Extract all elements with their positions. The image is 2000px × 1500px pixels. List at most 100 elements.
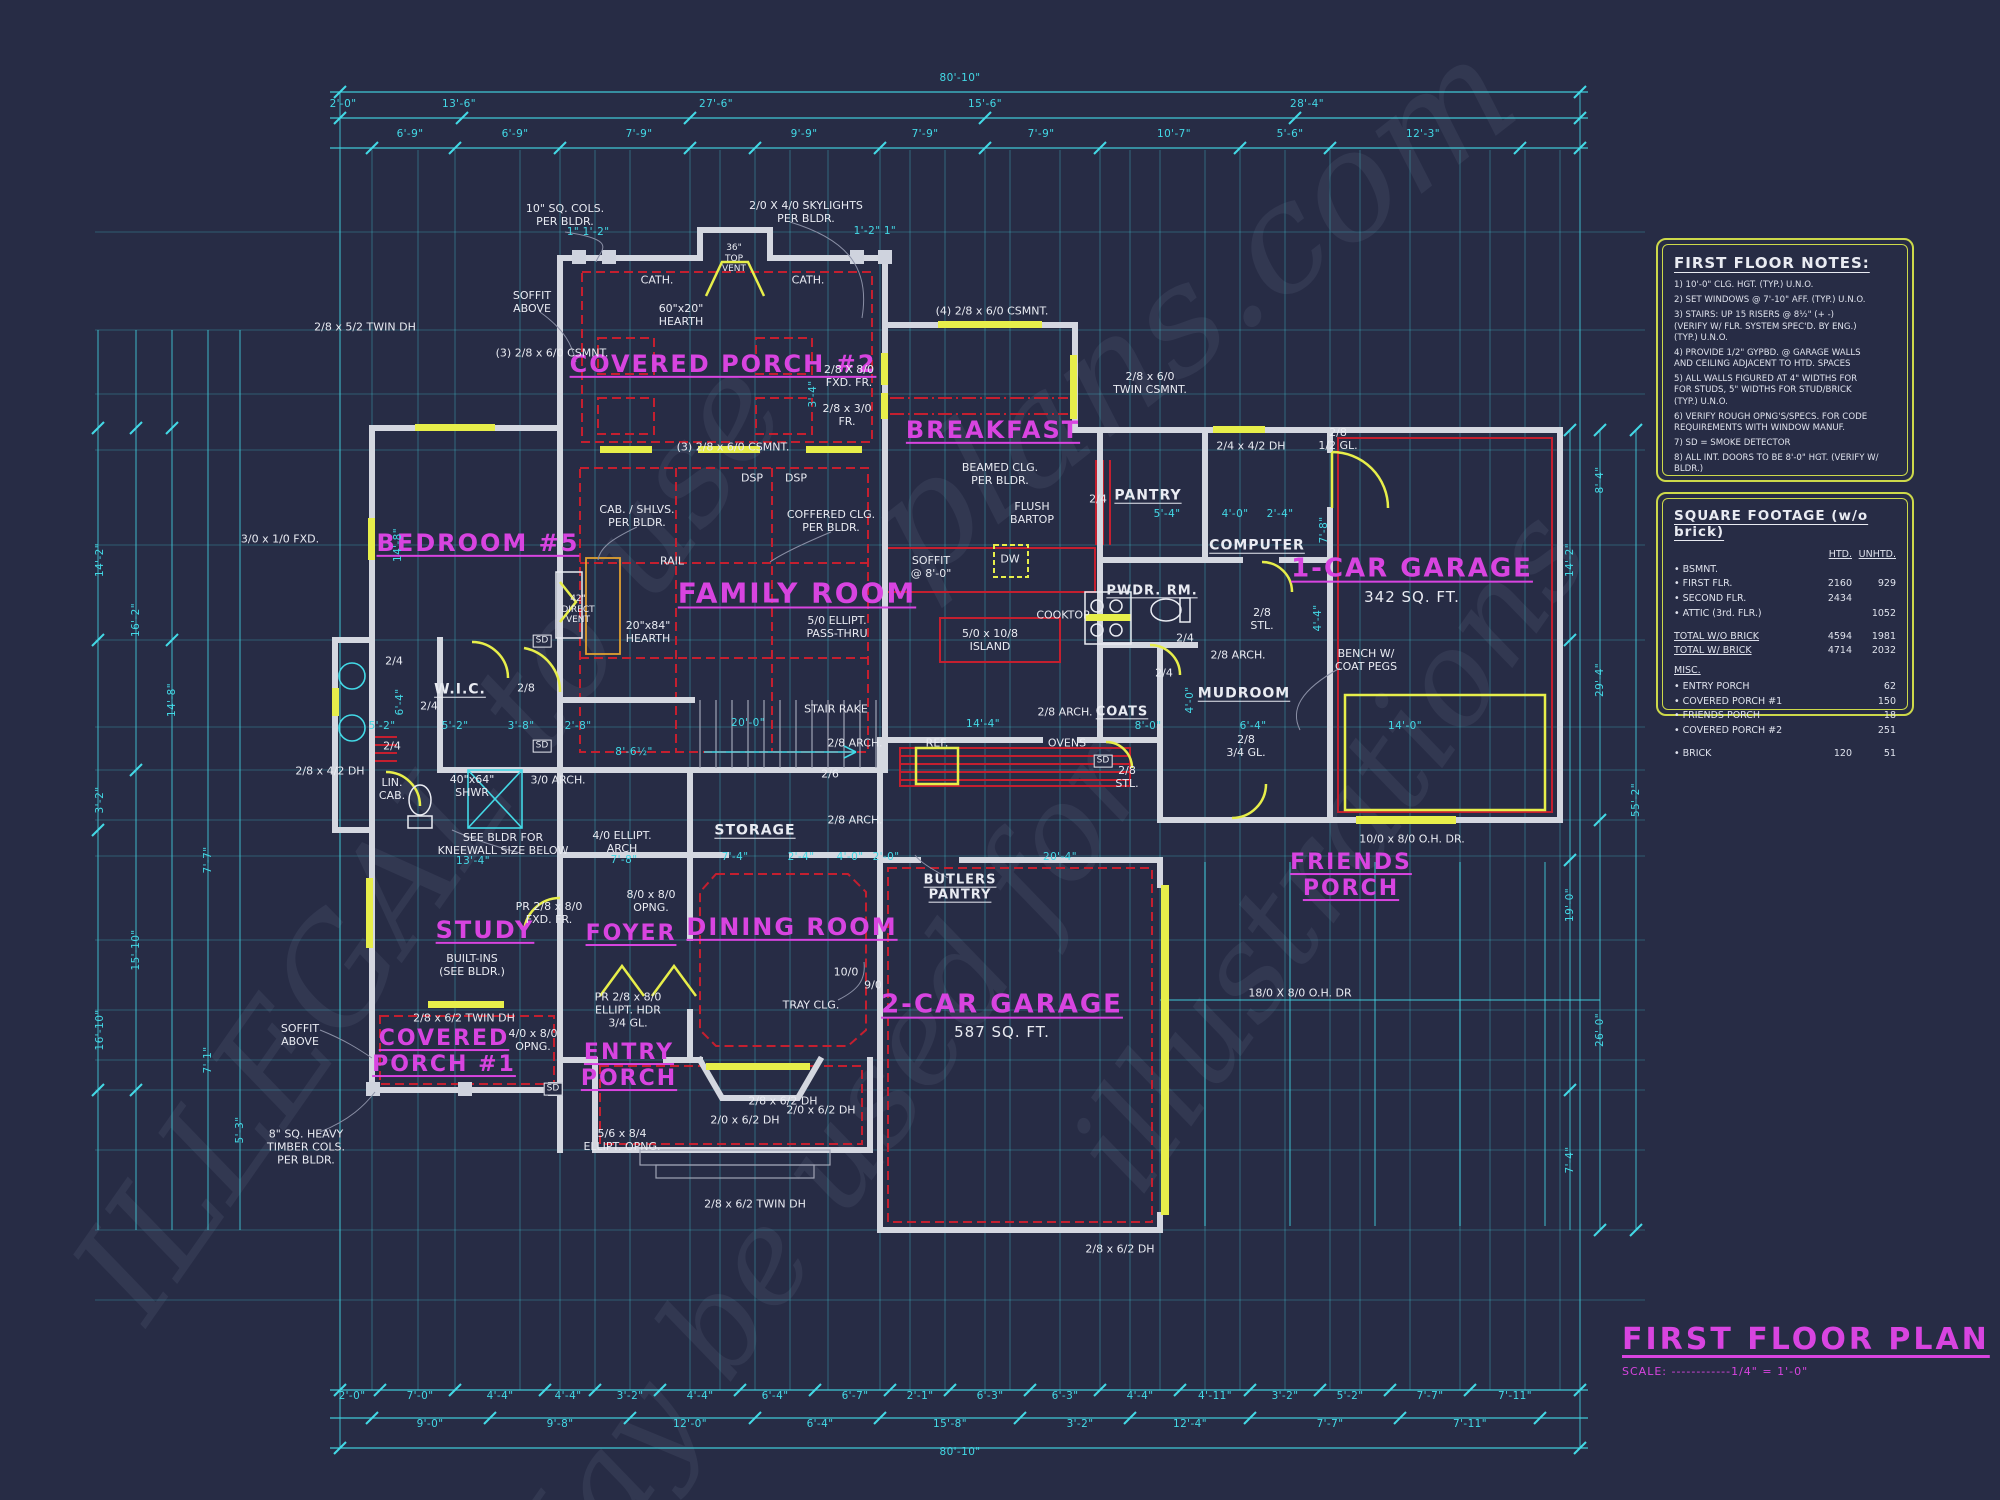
- dimension-label: 5'-2": [368, 719, 396, 732]
- callout-label: 2/8 X 8/0 FXD. FR.: [824, 363, 874, 389]
- dimension-label: 8'-4": [1593, 466, 1606, 494]
- callout-label: 2/8 ARCH.: [827, 736, 883, 750]
- dimension-label: 2'-0": [338, 1389, 366, 1402]
- dimension-label: 1": [566, 225, 580, 238]
- sqft-misc-title: MISC.: [1674, 665, 1701, 677]
- dimension-label: 6'-9": [396, 127, 424, 140]
- dimension-label: 1'-2": [582, 225, 610, 238]
- watermark-text: plans.com: [832, 4, 1548, 616]
- note-line: 6) VERIFY ROUGH OPNG'S/SPECS. FOR CODE R…: [1674, 411, 1868, 433]
- room-label: PANTRY: [1114, 487, 1182, 504]
- watermark-text: ILLEGAL to use: [40, 332, 820, 1348]
- dimension-label: 55'-2": [1629, 783, 1642, 817]
- dimension-label: 7'-4": [1563, 1146, 1576, 1174]
- dimension-label: 4'-4": [486, 1389, 514, 1402]
- dimension-label: 1'-2": [853, 224, 881, 237]
- dimension-label: 7'-8": [1317, 516, 1330, 544]
- dimension-label: 8'-6½": [615, 745, 653, 758]
- dimension-label: 6'-4": [1239, 719, 1267, 732]
- dimension-label: 29'-4": [1593, 663, 1606, 697]
- dimension-label: 80'-10": [939, 71, 981, 84]
- dimension-label: 4'-0": [1183, 686, 1196, 714]
- dimension-label: 5'-4": [1153, 507, 1181, 520]
- dimension-label: 6'-4": [806, 1417, 834, 1430]
- callout-label: DSP: [784, 471, 808, 485]
- room-label: FOYER: [585, 921, 677, 947]
- note-line: 1) 10'-0" CLG. HGT. (TYP.) U.N.O.: [1674, 280, 1814, 290]
- dimension-label: 7'-7": [201, 846, 214, 874]
- callout-label: 2/8 x 3/0 FR.: [822, 402, 872, 428]
- callout-label: (4) 2/8 x 6/0 CSMNT.: [935, 304, 1049, 318]
- plan-title: FIRST FLOOR PLAN: [1622, 1322, 1990, 1357]
- callout-label: CATH.: [640, 273, 674, 287]
- dimension-label: 7'-8": [610, 853, 638, 866]
- title-block: FIRST FLOOR PLAN SCALE: ------------1/4"…: [1622, 1322, 1990, 1378]
- dimension-label: 14'-2": [93, 543, 106, 577]
- dimension-label: 20'-0": [731, 716, 765, 729]
- notes-list: 1) 10'-0" CLG. HGT. (TYP.) U.N.O.2) SET …: [1674, 280, 1896, 476]
- note-line: 3) STAIRS: UP 15 RISERS @ 8½" (+ -) (VER…: [1674, 310, 1857, 343]
- callout-label: 2/4: [1176, 631, 1194, 645]
- sqft-title: SQUARE FOOTAGE (w/o brick): [1674, 508, 1869, 540]
- callout-label: STAIR RAKE: [804, 702, 868, 716]
- callout-label: (3) 2/8 x 6/0 CSMNT.: [495, 346, 609, 360]
- dimension-label: 7'-9": [625, 127, 653, 140]
- callout-label: 2/8 3/4 GL.: [1226, 733, 1266, 759]
- notes-title: FIRST FLOOR NOTES:: [1674, 254, 1870, 272]
- dimension-label: 26'-0": [1593, 1013, 1606, 1047]
- callout-label: 2/8 1/2 GL.: [1318, 426, 1358, 452]
- callout-label: 2/8 x 6/2 TWIN DH: [413, 1011, 515, 1025]
- callout-label: 10" SQ. COLS. PER BLDR.: [525, 202, 605, 228]
- plan-scale: SCALE: ------------1/4" = 1'-0": [1622, 1365, 1809, 1378]
- dimension-label: 1": [883, 224, 897, 237]
- dimension-label: 10'-7": [1157, 127, 1191, 140]
- room-label: FAMILY ROOM: [677, 576, 917, 610]
- callout-label: 4/0 ELLIPT. ARCH: [592, 829, 652, 855]
- callout-label: 2/8 x 4/2 DH: [295, 764, 365, 778]
- dimension-label: 7'-11": [1453, 1417, 1487, 1430]
- dimension-label: 4'-4": [1311, 604, 1324, 632]
- dimension-label: 2'-4": [1266, 507, 1294, 520]
- dimension-label: 7'-4": [721, 850, 749, 863]
- callout-label: 10/0: [833, 965, 859, 979]
- dimension-label: 6'-3": [976, 1389, 1004, 1402]
- dimension-label: 9'-0": [416, 1417, 444, 1430]
- callout-label: 8/0 x 8/0 OPNG.: [626, 888, 676, 914]
- room-label: MUDROOM: [1197, 685, 1291, 702]
- room-label: PWDR. RM.: [1106, 583, 1198, 599]
- dimension-label: 3'-2": [1066, 1417, 1094, 1430]
- callout-label: 3/0 x 1/0 FXD.: [240, 532, 320, 546]
- dimension-label: 80'-10": [939, 1445, 981, 1458]
- sqft-row: • BSMNT.: [1674, 563, 1719, 575]
- callout-label: 60"x20" HEARTH: [658, 302, 704, 328]
- callout-label: 5/6 x 8/4 ELLIPT. OPNG.: [583, 1127, 661, 1153]
- dimension-label: 14'-8": [165, 683, 178, 717]
- sqft-row: HTD.UNHTD.: [1828, 549, 1896, 560]
- dimension-label: 3'-4": [806, 380, 819, 408]
- dimension-label: 27'-6": [699, 97, 733, 110]
- callout-label: 4/0 x 8/0 OPNG.: [508, 1027, 558, 1053]
- callout-label: 5/0 ELLIPT. PASS-THRU: [806, 614, 868, 640]
- callout-label: 5/0 x 10/8 ISLAND: [962, 627, 1018, 653]
- dimension-label: 15'-8": [933, 1417, 967, 1430]
- note-line: 7) SD = SMOKE DETECTOR: [1674, 438, 1791, 449]
- dimension-label: 2'-1": [906, 1389, 934, 1402]
- callout-label: COOKTOP: [1036, 608, 1090, 622]
- dimension-label: 15'-6": [968, 97, 1002, 110]
- dimension-label: 2'-4": [787, 850, 815, 863]
- dimension-label: 3'-2": [1271, 1389, 1299, 1402]
- room-label: ENTRY PORCH: [580, 1040, 678, 1091]
- room-label: COMPUTER: [1209, 537, 1305, 554]
- dimension-label: 6'-3": [1051, 1389, 1079, 1402]
- callout-label: REF.: [925, 736, 949, 750]
- note-line: 5) ALL WALLS FIGURED AT 4" WIDTHS FOR FO…: [1674, 374, 1858, 407]
- callout-label: PR 2/8 x 8/0 ELLIPT. HDR 3/4 GL.: [594, 990, 662, 1030]
- smoke-detector-tag: SD: [543, 1082, 563, 1096]
- dimension-label: 16'-2": [129, 603, 142, 637]
